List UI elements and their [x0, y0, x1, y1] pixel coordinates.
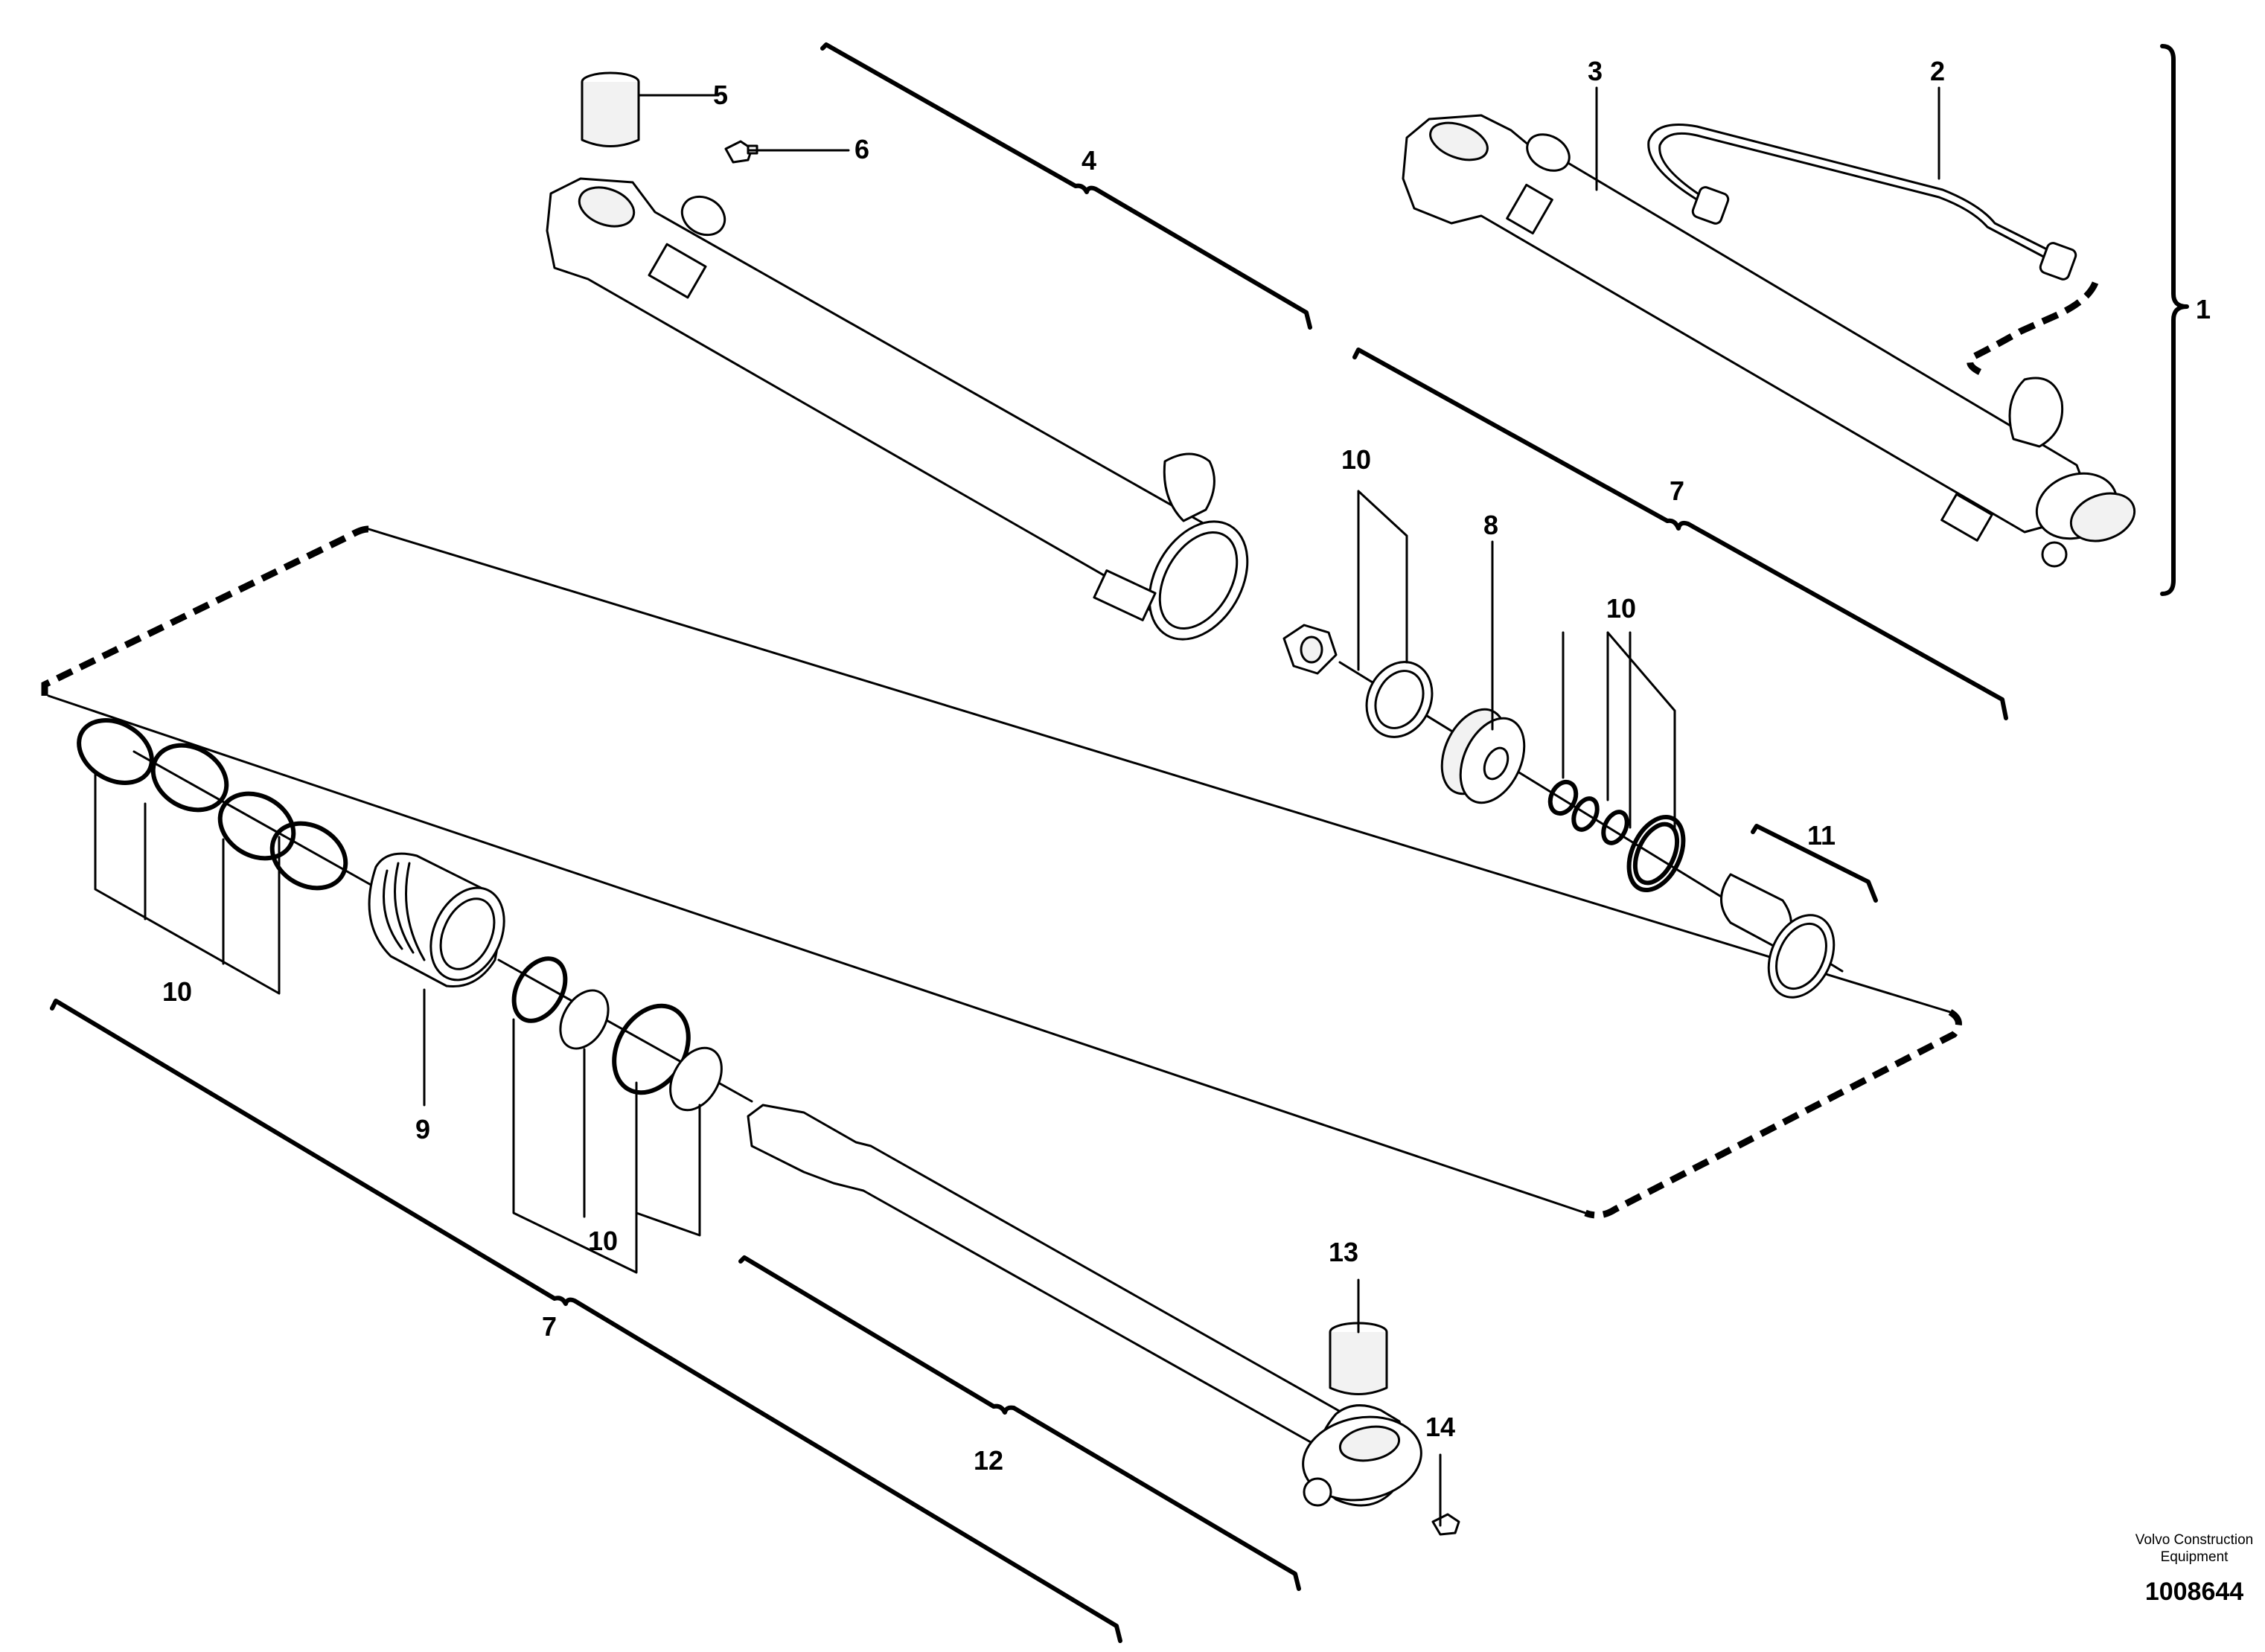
bushing — [581, 71, 640, 147]
hydraulic-pipe — [1647, 124, 2099, 376]
piston — [1440, 708, 1526, 804]
callout-5: 5 — [713, 80, 728, 110]
complete-cylinder — [1402, 114, 2136, 568]
callout-8: 8 — [1483, 510, 1498, 540]
footer: Volvo Construction Equipment 1008644 — [2135, 1532, 2253, 1606]
brand-line-1: Volvo Construction — [2135, 1532, 2253, 1548]
piston-rod — [747, 1104, 1422, 1507]
callout-14: 14 — [1425, 1412, 1455, 1442]
rod-bushing — [1329, 1322, 1388, 1395]
callout-11: 11 — [1807, 820, 1836, 851]
seal-kit-bracket — [41, 525, 1962, 1219]
callout-10-left: 10 — [162, 976, 192, 1007]
callout-7-upper: 7 — [1670, 476, 1684, 506]
callout-labels: 1 2 3 4 5 6 7 7 8 9 10 10 10 10 11 12 13… — [162, 56, 2211, 1476]
brand-line-2: Equipment — [2161, 1549, 2229, 1565]
cylinder-tube — [546, 177, 1249, 641]
callout-10-bottom: 10 — [588, 1226, 618, 1256]
bracket-7-upper — [1352, 348, 2008, 720]
callout-10-top: 10 — [1341, 444, 1371, 475]
callout-3: 3 — [1588, 56, 1603, 86]
callout-2: 2 — [1930, 56, 1945, 86]
callout-13: 13 — [1329, 1237, 1358, 1267]
piston-nut — [1282, 624, 1338, 675]
callout-12: 12 — [974, 1445, 1003, 1476]
callout-7-lower: 7 — [542, 1311, 557, 1342]
spacer-sleeve — [1720, 873, 1836, 999]
assembly-bracket-1 — [2160, 44, 2189, 596]
callout-6: 6 — [854, 134, 869, 164]
callout-10-right: 10 — [1606, 593, 1636, 624]
callout-9: 9 — [415, 1114, 430, 1144]
drawing-number: 1008644 — [2145, 1578, 2243, 1606]
callout-4: 4 — [1082, 145, 1096, 176]
grease-nipple — [724, 140, 758, 164]
cylinder-head — [368, 852, 505, 988]
callout-1: 1 — [2196, 294, 2211, 324]
rod-grease-nipple — [1431, 1513, 1460, 1536]
bracket-4 — [820, 42, 1312, 330]
